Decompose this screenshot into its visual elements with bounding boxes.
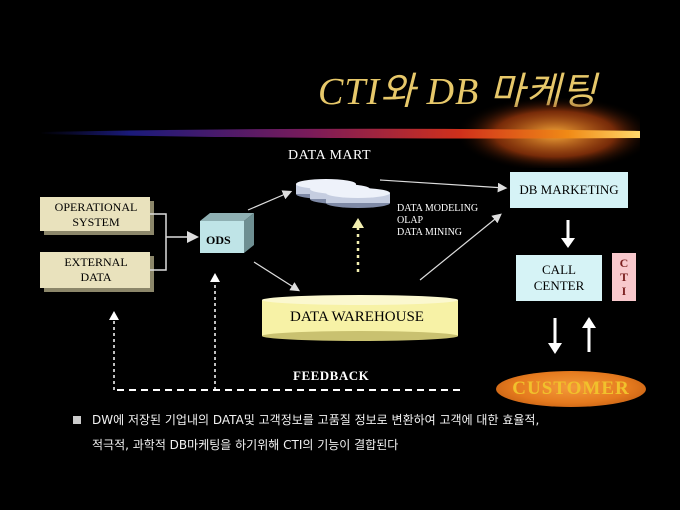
data-warehouse-cylinder (262, 295, 458, 341)
tool-olap: OLAP (397, 215, 424, 226)
customer-label: CUSTOMER (512, 378, 630, 399)
dotted-arrowhead (352, 218, 364, 228)
call-center-box: CALL CENTER (516, 255, 602, 301)
arrow-ods-to-warehouse (253, 261, 301, 292)
analysis-tools-list: DATA MODELING OLAP DATA MINING (397, 203, 478, 239)
arrow-warehouse-to-dbm (419, 213, 502, 281)
tool-data-modeling: DATA MODELING (397, 203, 479, 214)
data-warehouse-label: DATA WAREHOUSE (290, 309, 424, 325)
cti-box: C T I (612, 253, 636, 301)
db-marketing-label: DB MARKETING (519, 182, 619, 197)
operational-system-label: OPERATIONAL SYSTEM (54, 200, 138, 229)
external-data-label: EXTERNAL DATA (64, 255, 128, 284)
note-line-2: 적극적, 과학적 DB마케팅을 하기위해 CTI의 기능이 결합된다 (92, 438, 399, 452)
note-line-1: DW에 저장된 기업내의 DATA및 고객정보를 고품질 정보로 변환하여 고객… (92, 413, 540, 427)
source-bracket (150, 213, 167, 271)
bullet-square-icon (73, 416, 81, 424)
arrow-ods-to-mart (247, 190, 293, 211)
data-mart-label: DATA MART (288, 148, 372, 163)
tool-data-mining: DATA MINING (397, 227, 463, 238)
operational-system-box (40, 197, 154, 235)
feedback-label: FEEDBACK (293, 368, 370, 383)
data-mart-disks (296, 179, 390, 208)
ods-label: ODS (206, 233, 231, 247)
arrow-mart-to-dbm (379, 179, 508, 193)
external-data-box (40, 252, 154, 292)
db-marketing-box: DB MARKETING (510, 172, 628, 208)
title-banner-streak (40, 98, 640, 168)
ods-cube (200, 213, 254, 253)
customer-ellipse: CUSTOMER (496, 371, 646, 407)
